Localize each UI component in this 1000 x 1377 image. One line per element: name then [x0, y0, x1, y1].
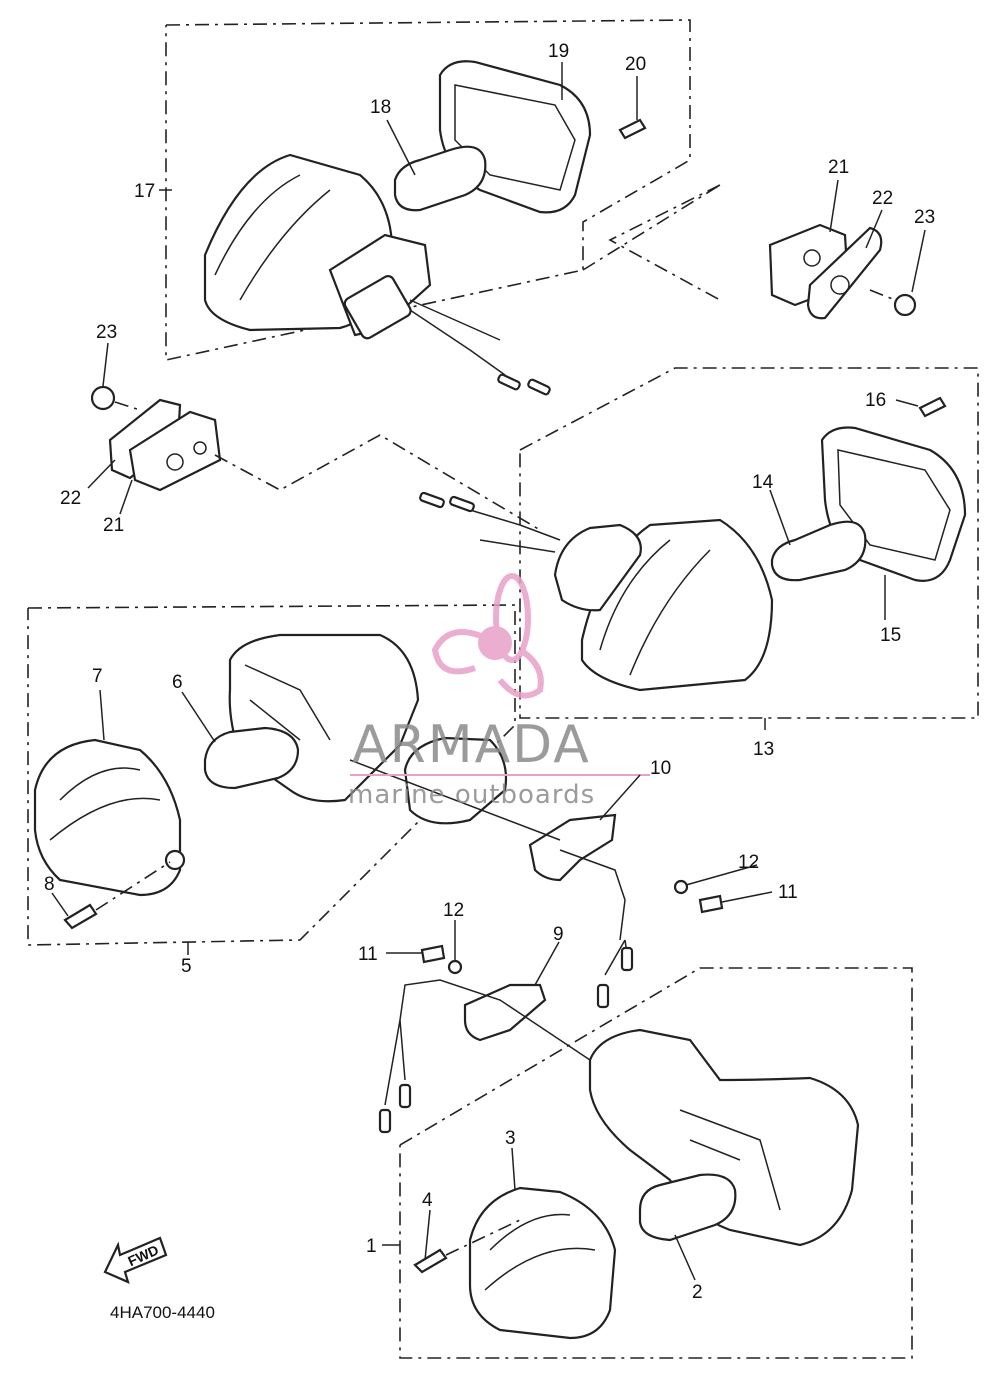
callout-13: 13: [753, 739, 774, 760]
assembly-1-front-signal: [378, 944, 913, 1359]
callout-10: 10: [650, 758, 671, 779]
watermark-subtitle: marine outboards: [348, 780, 595, 810]
callout-labels: 1 2 3 4 5 6 7 8 9 10 11 11 12 12 13 14 1…: [44, 41, 935, 1303]
callout-2: 2: [692, 1282, 703, 1303]
propeller-logo-icon: [431, 573, 544, 699]
callout-12b: 12: [443, 900, 464, 921]
assembly-13-rear-signal: [419, 367, 979, 719]
watermark-title: ARMADA: [352, 715, 591, 775]
callout-20: 20: [625, 54, 646, 75]
callout-12a: 12: [738, 852, 759, 873]
callout-8: 8: [44, 874, 55, 895]
damper-set-right: [608, 184, 917, 320]
leader-lines: [51, 62, 926, 1281]
callout-7: 7: [92, 666, 103, 687]
callout-18: 18: [370, 97, 391, 118]
callout-4: 4: [422, 1190, 433, 1211]
assembly-17-rear-signal: [165, 19, 721, 396]
callout-21a: 21: [828, 157, 849, 178]
callout-1: 1: [366, 1236, 377, 1257]
callout-3: 3: [505, 1128, 516, 1149]
callout-23a: 23: [914, 207, 935, 228]
callout-11b: 11: [358, 944, 378, 965]
callout-23b: 23: [96, 322, 117, 343]
callout-22b: 22: [60, 488, 81, 509]
diagram-code: 4HA700-4440: [110, 1303, 215, 1322]
callout-11a: 11: [778, 882, 798, 903]
damper-set-left: [90, 385, 541, 531]
callout-15: 15: [880, 625, 901, 646]
callout-16: 16: [865, 390, 886, 411]
forward-direction-arrow: FWD: [103, 1236, 168, 1284]
callout-21b: 21: [103, 515, 124, 536]
callout-6: 6: [172, 672, 183, 693]
watermark-logo: ARMADA marine outboards: [348, 573, 650, 810]
callout-5: 5: [181, 956, 192, 977]
callout-9: 9: [553, 924, 564, 945]
assembly-5-front-signal: [27, 604, 724, 1009]
callout-14: 14: [752, 472, 774, 493]
callout-17: 17: [134, 181, 155, 202]
callout-22a: 22: [872, 188, 893, 209]
callout-19: 19: [548, 41, 569, 62]
